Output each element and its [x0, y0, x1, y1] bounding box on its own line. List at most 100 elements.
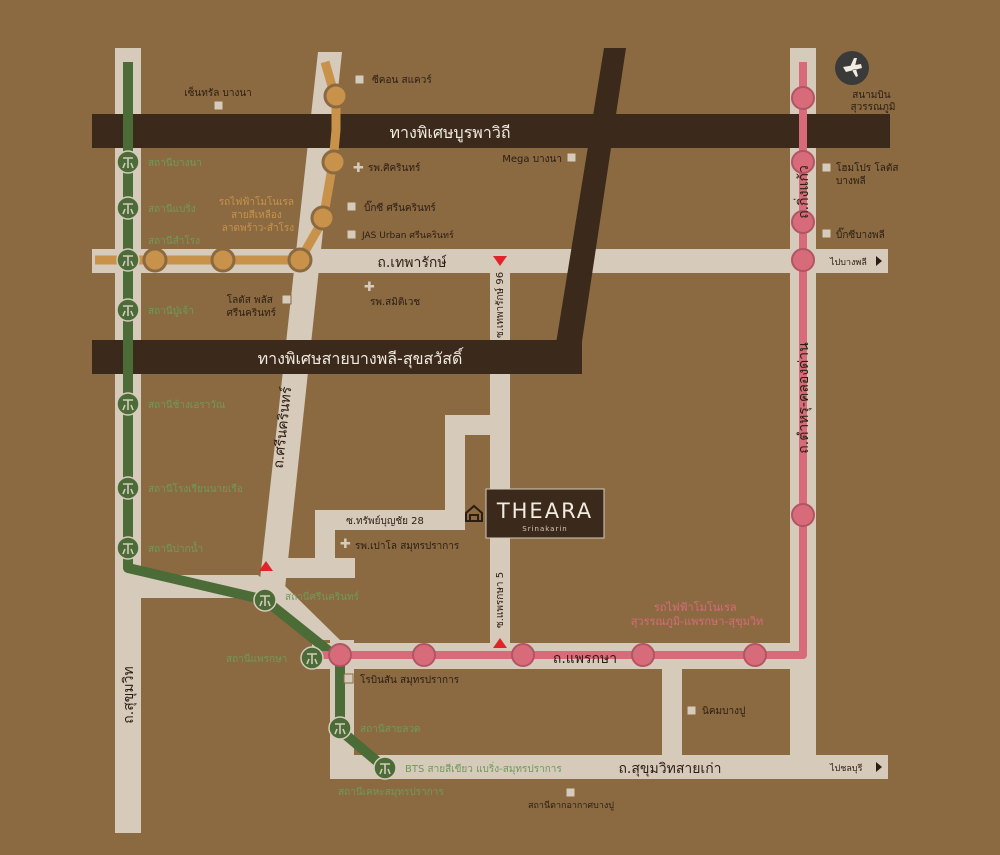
pink-station	[791, 150, 815, 174]
sapbunchai-soi	[315, 510, 465, 530]
sapbunchai-link	[275, 558, 355, 578]
bts-label-naval-academy: สถานีโรงเรียนนายเรือ	[148, 482, 243, 495]
label-paolo-hospital: รพ.เปาโล สมุทรปราการ	[355, 539, 460, 552]
pink-station	[791, 503, 815, 527]
nikhom-road	[662, 655, 682, 755]
pink-station	[511, 643, 535, 667]
triangle-marker-icon	[493, 256, 507, 266]
square-marker-icon	[354, 74, 365, 85]
pink-station	[791, 248, 815, 272]
label-bigc-srinakarin: บิ๊กซี ศรีนครินทร์	[364, 200, 436, 214]
bts-label-kheha: สถานีเคหะสมุทรปราการ	[338, 786, 444, 798]
square-marker-icon	[346, 229, 357, 240]
bts-station-icon	[116, 476, 140, 500]
label-tamru-khlong: ถ.ตำหรุ-คลองด่าน	[796, 342, 812, 454]
bts-label-erawan: สถานีช้างเอราวัณ	[148, 399, 225, 411]
pink-station	[791, 210, 815, 234]
yellow-stations	[142, 83, 349, 273]
lotus-l2: ศรีนครินทร์	[227, 307, 277, 319]
project-badge	[485, 488, 605, 539]
label-homepro: โฮมโปร โลตัส บางพลี	[836, 161, 902, 187]
pink-line-l2: สุวรรณภูมิ-แพรกษา-สุขุมวิท	[631, 615, 764, 628]
square-marker-icon	[565, 787, 576, 798]
project-marker[interactable]: THEARA Srinakarin	[465, 488, 605, 539]
poi-labels: เซ็นทรัล บางนา ซีคอน สแควร์ รพ.ศิครินทร์…	[184, 74, 902, 811]
expressways	[92, 48, 890, 374]
label-bangpu-station: สถานีตากอากาศบางปู	[528, 800, 614, 811]
diagonal-expressway	[552, 48, 626, 368]
label-robinson: โรบินสัน สมุทรปราการ	[360, 673, 460, 686]
bts-label-phraek-sa: สถานีแพรกษา	[226, 653, 287, 665]
airport-l2: สุวรรณภูมิ	[851, 102, 896, 113]
label-bangphli-expressway: ทางพิเศษสายบางพลี-สุขสวัสดิ์	[258, 347, 465, 369]
label-to-chonburi: ไปชลบุรี	[829, 763, 863, 774]
yellow-station	[287, 247, 313, 273]
label-bigc-bangphli: บิ๊กซีบางพลี	[836, 227, 885, 241]
bts-station-icon	[328, 716, 352, 740]
bts-station-icon	[116, 392, 140, 416]
bts-station-icon	[373, 756, 397, 780]
bts-label-paknam: สถานีปากน้ำ	[148, 541, 203, 555]
label-soi-sapbunchai: ซ.ทรัพย์บุญชัย 28	[346, 515, 424, 527]
square-marker-icon	[821, 162, 832, 173]
bts-stations	[116, 150, 397, 780]
home-icon	[465, 504, 483, 522]
pink-station	[328, 643, 352, 667]
label-yellow-line: รถไฟฟ้าโมโนเรล สายสีเหลือง ลาดพร้าว-สำโร…	[219, 195, 298, 234]
pink-line-l1: รถไฟฟ้าโมโนเรล	[654, 600, 737, 614]
pink-station	[631, 643, 655, 667]
soi-connector-b	[445, 415, 465, 530]
bts-station-icon	[116, 150, 140, 174]
project-subtitle: Srinakarin	[522, 525, 567, 533]
lotus-l1: โลตัส พลัส	[227, 293, 273, 306]
label-jas-urban: JAS Urban ศรีนครินทร์	[361, 229, 454, 241]
pink-station	[743, 643, 767, 667]
label-soi-phraeksa5: ซ.แพรกษา 5	[495, 572, 506, 628]
square-marker-icon	[566, 152, 577, 163]
bts-station-icon	[116, 248, 140, 272]
yellow-line-l1: รถไฟฟ้าโมโนเรล	[219, 195, 294, 208]
label-sikarin-hospital: รพ.ศิครินทร์	[368, 162, 421, 174]
pink-stations	[328, 86, 815, 667]
airport-l1: สนามบิน	[852, 90, 890, 101]
yellow-line-l2: สายสีเหลือง	[231, 209, 282, 221]
homepro-l1: โฮมโปร โลตัส	[836, 161, 898, 174]
square-marker-icon	[281, 294, 292, 305]
bts-label-bearing: สถานีแบริ่ง	[148, 201, 196, 215]
hospital-cross-icon: ✚	[353, 161, 364, 176]
bts-label-samrong: สถานีสำโรง	[148, 234, 200, 247]
label-soi-thepharak96: ซ.เทพารักษ์ 96	[494, 272, 506, 338]
yellow-station	[142, 247, 168, 273]
bangna-expressway	[92, 114, 890, 148]
pink-station	[791, 86, 815, 110]
bts-label-sai-luat: สถานีสายลวด	[360, 723, 420, 735]
yellow-station	[321, 149, 347, 175]
label-old-sukhumvit: ถ.สุขุมวิทสายเก่า	[618, 761, 721, 777]
triangle-marker-icon	[259, 561, 273, 571]
label-pink-line: รถไฟฟ้าโมโนเรล สุวรรณภูมิ-แพรกษา-สุขุมวิ…	[631, 600, 764, 628]
sapbunchai-branch	[315, 510, 335, 558]
yellow-station	[323, 83, 349, 109]
arrow-right-icon	[876, 256, 882, 266]
bangphli-expressway	[92, 340, 582, 374]
label-sukhumvit: ถ.สุขุมวิท	[121, 666, 137, 723]
hospital-cross-icon: ✚	[340, 537, 351, 552]
label-central-bangna: เซ็นทรัล บางนา	[184, 85, 252, 99]
label-bts-line: BTS สายสีเขียว แบริ่ง-สมุทรปราการ	[405, 761, 562, 775]
bts-label-pu-chao: สถานีปู่เจ้า	[148, 305, 194, 317]
arrow-right-icon	[876, 762, 882, 772]
label-samitivej: รพ.สมิติเวช	[370, 297, 420, 308]
homepro-l2: บางพลี	[836, 175, 866, 187]
label-nikhom-bangpu: นิคมบางปู	[702, 706, 745, 717]
bts-station-icon	[116, 536, 140, 560]
bts-station-icon	[116, 298, 140, 322]
label-to-bangphli: ไปบางพลี	[829, 257, 867, 268]
square-marker-icon	[346, 201, 357, 212]
square-marker-icon	[213, 100, 224, 111]
square-marker-icon	[686, 705, 697, 716]
project-name: THEARA	[496, 499, 593, 523]
bts-station-icon	[253, 588, 277, 612]
label-mega-bangna: Mega บางนา	[502, 154, 562, 165]
label-bangna-expressway: ทางพิเศษบูรพาวิถี	[389, 123, 510, 143]
square-marker-icon	[821, 228, 832, 239]
